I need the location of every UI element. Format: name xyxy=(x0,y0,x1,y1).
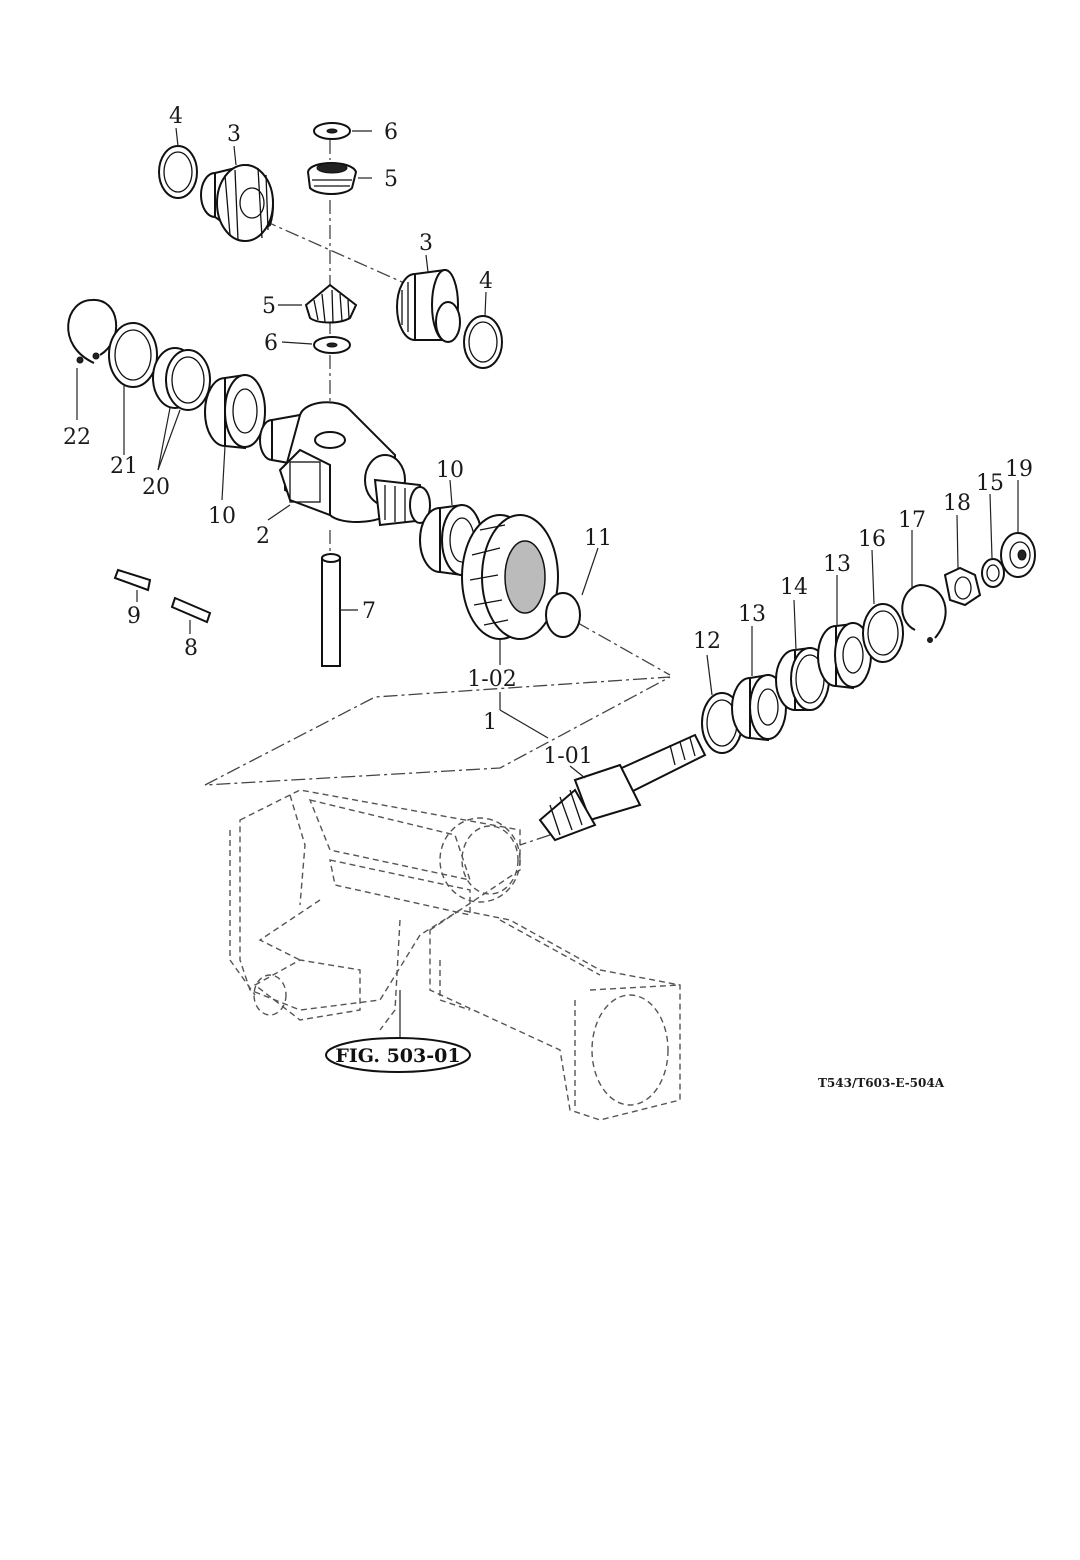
callout-13-a: 13 xyxy=(738,602,766,627)
callout-4-top: 4 xyxy=(169,104,183,129)
washer-15 xyxy=(982,559,1004,587)
snap-ring-17 xyxy=(902,585,945,643)
callout-10-right: 10 xyxy=(436,458,464,483)
callout-6-top: 6 xyxy=(384,120,398,145)
figure-reference-text: FIG. 503-01 xyxy=(335,1045,460,1067)
callout-8: 8 xyxy=(184,636,198,661)
leader-lines xyxy=(77,128,1018,778)
callout-16: 16 xyxy=(858,527,886,552)
seal-19 xyxy=(1001,533,1035,577)
side-gear-3-top xyxy=(201,165,273,241)
thrust-washer-4-right xyxy=(464,316,502,368)
callout-9: 9 xyxy=(127,604,141,629)
callout-18: 18 xyxy=(943,491,971,516)
drawing-code: T543/T603-E-504A xyxy=(818,1076,945,1090)
snap-ring-11 xyxy=(546,593,580,637)
callout-3-right: 3 xyxy=(419,231,433,256)
ball-bearing-10-left xyxy=(205,375,265,448)
callout-5-top: 5 xyxy=(384,167,398,192)
callout-14: 14 xyxy=(780,575,808,600)
callout-1-02: 1-02 xyxy=(467,667,516,692)
callout-13-b: 13 xyxy=(823,552,851,577)
pinion-shaft-7 xyxy=(322,554,340,666)
nut-18 xyxy=(945,568,980,605)
callout-6-lower: 6 xyxy=(264,331,278,356)
callout-11: 11 xyxy=(584,526,612,551)
side-gear-3-right xyxy=(397,270,460,342)
differential-case-2 xyxy=(260,402,430,525)
callout-12: 12 xyxy=(693,629,721,654)
callout-1: 1 xyxy=(483,710,497,735)
figure-reference-badge[interactable]: FIG. 503-01 xyxy=(326,1038,470,1072)
pinion-gear-5-lower xyxy=(306,285,356,323)
callout-21: 21 xyxy=(110,454,138,479)
callout-22: 22 xyxy=(63,425,91,450)
washer-16 xyxy=(863,604,903,662)
pinion-gear-5-top xyxy=(308,163,356,194)
callout-7: 7 xyxy=(362,599,376,624)
shim-set-20 xyxy=(153,348,210,410)
callout-5-lower: 5 xyxy=(262,294,276,319)
callout-17: 17 xyxy=(898,508,926,533)
callout-4-right: 4 xyxy=(479,269,493,294)
ring-gear-1-02 xyxy=(462,515,558,639)
pin-9 xyxy=(115,570,150,590)
thrust-washer-4-top xyxy=(159,146,197,198)
callout-20: 20 xyxy=(142,475,170,500)
callout-1-01: 1-01 xyxy=(543,744,592,769)
pin-8 xyxy=(172,598,210,622)
callout-19: 19 xyxy=(1005,457,1033,482)
callout-2: 2 xyxy=(256,524,270,549)
callout-10-left: 10 xyxy=(208,504,236,529)
callout-3-top: 3 xyxy=(227,122,241,147)
washer-21 xyxy=(109,323,157,387)
pinion-washer-6-top xyxy=(314,123,350,139)
pinion-washer-6-lower xyxy=(314,337,350,353)
callout-15: 15 xyxy=(976,471,1004,496)
